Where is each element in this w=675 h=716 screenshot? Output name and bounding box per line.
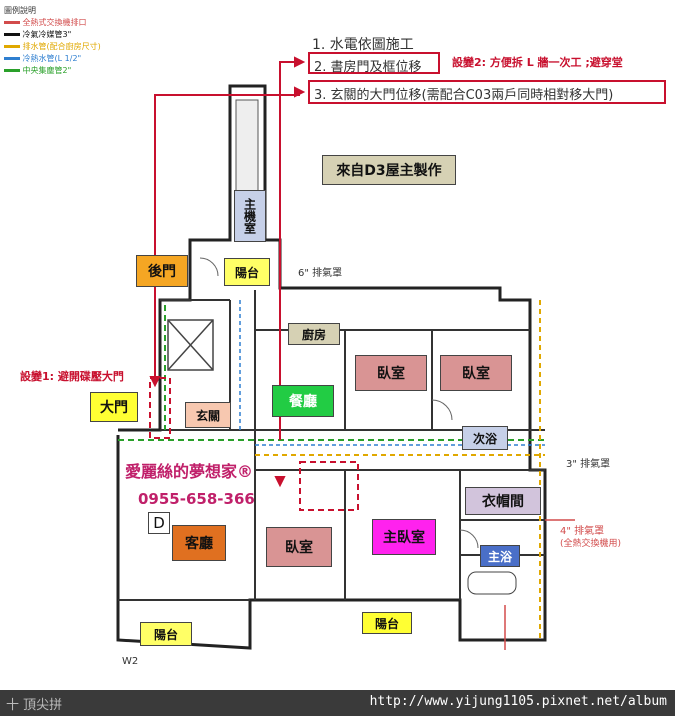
legend-swatch (4, 57, 20, 60)
room-master-bedroom: 主臥室 (372, 519, 436, 555)
room-dining: 餐廳 (272, 385, 334, 417)
note-3: 3. 玄關的大門位移(需配合C03兩戶同時相對移大門) (308, 80, 666, 104)
source-label: 來自D3屋主製作 (322, 155, 456, 185)
legend-label: 全熱式交換機排口 (22, 18, 87, 27)
marker-d: D (148, 512, 170, 534)
room-foyer: 玄關 (185, 402, 231, 428)
room-master-bath: 主浴 (480, 545, 520, 567)
elevator-shaft (167, 319, 214, 371)
legend-item: 冷氣冷媒管3" (4, 30, 71, 40)
door-swings (199, 257, 479, 549)
room-living: 客廳 (172, 525, 226, 561)
design-change-2: 設變2: 方便拆 L 牆一次工 ;避穿堂 (452, 56, 623, 69)
footer-url: http://www.yijung1105.pixnet.net/album (369, 694, 667, 709)
legend-label: 中央集塵管2" (22, 66, 72, 75)
exhaust-3-label: 3" 排氣罩 (566, 459, 611, 470)
legend-label: 排水管(配合廚房尺寸) (22, 42, 101, 51)
room-back-door: 後門 (136, 255, 188, 287)
legend-swatch (4, 69, 20, 72)
exterior-walls (116, 84, 547, 650)
room-balcony-front-1: 陽台 (140, 622, 192, 646)
room-main-machine: 主機室 (234, 190, 266, 242)
room-main-door: 大門 (90, 392, 138, 422)
exhaust-4-label: 4" 排氣罩 (560, 526, 605, 537)
legend-swatch (4, 21, 20, 24)
legend-swatch (4, 33, 20, 36)
exhaust-arrows (504, 519, 575, 650)
interior-walls (118, 290, 545, 601)
room-bedroom-3: 臥室 (266, 527, 332, 567)
room-balcony-front-2: 陽台 (362, 612, 412, 634)
legend-label: 冷氣冷媒管3" (22, 30, 72, 39)
watermark-name: 愛麗絲的夢想家® (125, 462, 254, 481)
footer-bar: 十 頂尖拼 http://www.yijung1105.pixnet.net/a… (0, 690, 675, 716)
legend-item: 中央集塵管2" (4, 66, 71, 76)
note-2: 2. 書房門及框位移 (308, 52, 440, 75)
door-move-boxes (149, 377, 359, 511)
bathtub (467, 571, 517, 595)
legend-item: 排水管(配合廚房尺寸) (4, 42, 101, 52)
room-second-bath: 次浴 (462, 426, 508, 450)
legend-item: 冷熱水管(L 1/2" (4, 54, 81, 64)
legend-item: 全熱式交換機排口 (4, 18, 87, 28)
room-bedroom-2: 臥室 (440, 355, 512, 391)
legend-label: 冷熱水管(L 1/2" (22, 54, 82, 63)
watermark-phone: 0955-658-366 (138, 490, 255, 508)
room-bedroom-1: 臥室 (355, 355, 427, 391)
note-1: 1. 水電依圖施工 (312, 37, 414, 53)
drain-pipe-lines (255, 300, 545, 640)
footer-left-text: 十 頂尖拼 (6, 698, 63, 713)
legend-title: 圖例說明 (4, 6, 36, 15)
exhaust-6-label: 6" 排氣罩 (298, 268, 343, 279)
design-change-1: 設變1: 避開碟壓大門 (20, 370, 124, 383)
w2-label: W2 (122, 656, 139, 667)
room-balcony-back: 陽台 (224, 258, 270, 286)
room-kitchen: 廚房 (288, 323, 340, 345)
legend-swatch (4, 45, 20, 48)
exhaust-4-sublabel: (全熱交換機用) (560, 539, 622, 549)
room-wardrobe: 衣帽間 (465, 487, 541, 515)
